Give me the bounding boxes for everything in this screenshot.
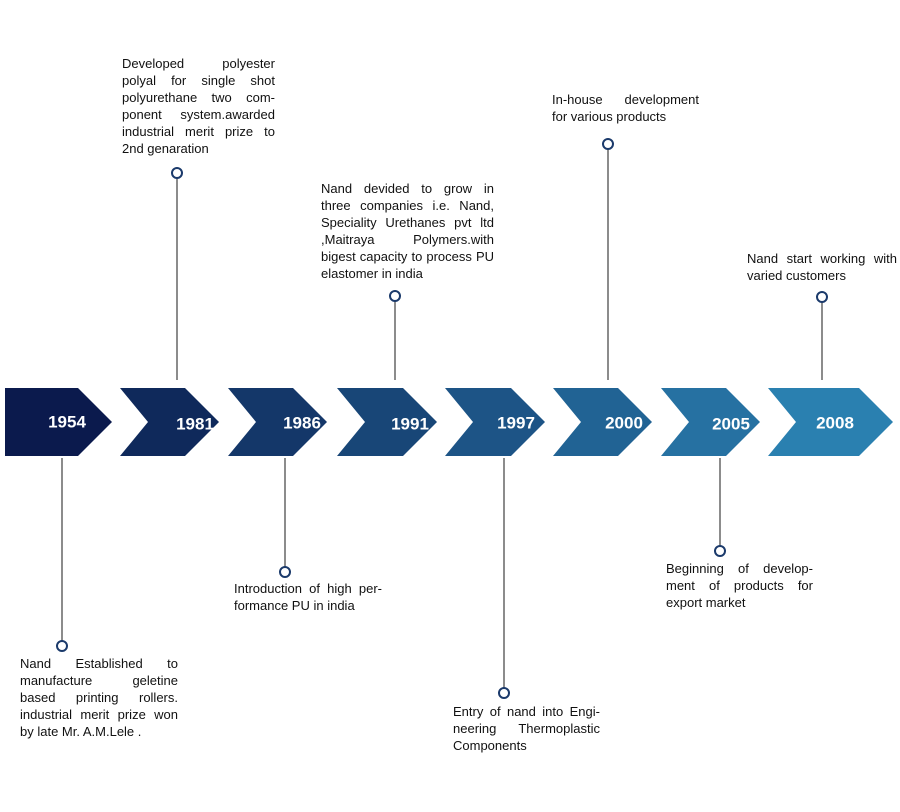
marker-dot-2008 [816, 291, 828, 303]
marker-dot-2005 [714, 545, 726, 557]
year-label-1991: 1991 [391, 415, 429, 434]
milestone-1991-text: Nand devided to grow in three companies … [321, 181, 494, 281]
chevron-2000 [553, 388, 652, 456]
chevron-1991 [337, 388, 437, 456]
year-label-1981: 1981 [176, 415, 214, 434]
marker-dot-1981 [171, 167, 183, 179]
milestone-2005-text: Beginning of develop­ment of products fo… [666, 561, 813, 610]
chevron-1981 [120, 388, 219, 456]
milestone-1986-text: Introduction of high per­formance PU in … [234, 581, 382, 613]
year-label-1997: 1997 [497, 414, 535, 433]
year-label-2005: 2005 [712, 415, 750, 434]
year-label-2008: 2008 [816, 414, 854, 433]
marker-dot-1991 [389, 290, 401, 302]
marker-dot-2000 [602, 138, 614, 150]
year-label-2000: 2000 [605, 414, 643, 433]
chevron-1997 [445, 388, 545, 456]
arrows-layer: 1954 1981 1986 1991 1997 2000 2005 2008 [5, 388, 893, 456]
milestone-2008-text: Nand start working with varied customers [747, 251, 897, 283]
connectors-layer [61, 144, 823, 693]
year-label-1954: 1954 [48, 413, 86, 432]
milestone-2000-text: In-house development for various product… [552, 92, 699, 124]
milestone-1981-text: Developed polyester polyal for single sh… [122, 56, 275, 156]
chevron-1954 [5, 388, 112, 456]
chevron-2008 [768, 388, 893, 456]
chevron-2005 [661, 388, 760, 456]
marker-dot-1997 [498, 687, 510, 699]
chevron-1986 [228, 388, 327, 456]
marker-dot-1954 [56, 640, 68, 652]
milestone-1997-text: Entry of nand into Engi­neering Thermopl… [453, 704, 600, 753]
markers-layer [56, 138, 828, 699]
year-label-1986: 1986 [283, 414, 321, 433]
milestone-1954-text: Nand Established to manufacture geletine… [20, 656, 178, 739]
marker-dot-1986 [279, 566, 291, 578]
